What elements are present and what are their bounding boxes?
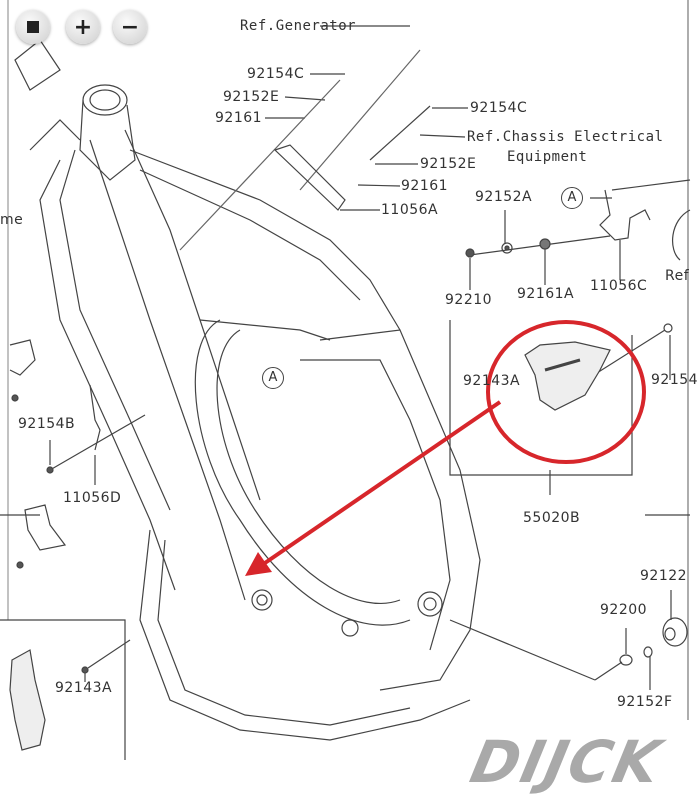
label-92143A-upper: 92143A	[463, 373, 521, 389]
label-92161: 92161	[215, 110, 263, 126]
home-button[interactable]	[16, 10, 50, 44]
frame-drawing	[0, 0, 691, 760]
label-frame-partial: me	[0, 212, 24, 228]
label-92152A: 92152A	[475, 189, 533, 205]
label-92152F: 92152F	[617, 694, 673, 710]
highlight-arrow-head	[245, 552, 272, 576]
watermark-logo: DIJCK	[464, 728, 669, 796]
highlight-circle	[486, 320, 646, 464]
label-92152E: 92152E	[223, 89, 280, 105]
label-92143A-lower: 92143A	[55, 680, 113, 696]
label-92154B: 92154B	[18, 416, 76, 432]
label-92161-mid: 92161	[401, 178, 449, 194]
reference-a-marker-2: A	[262, 367, 284, 389]
label-92154-partial: 92154	[651, 372, 697, 388]
zoom-out-button[interactable]: −	[113, 10, 147, 44]
label-11056D: 11056D	[63, 490, 122, 506]
home-icon	[27, 21, 39, 33]
label-92154C-right: 92154C	[470, 100, 528, 116]
label-92122: 92122	[640, 568, 688, 584]
label-92200: 92200	[600, 602, 648, 618]
label-11056A: 11056A	[381, 202, 439, 218]
label-ref-chassis-2: Equipment	[507, 149, 588, 165]
reference-a-marker: A	[561, 187, 583, 209]
label-55020B: 55020B	[523, 510, 581, 526]
label-11056C: 11056C	[590, 278, 648, 294]
label-ref-chassis: Ref.Chassis Electrical	[467, 129, 664, 145]
label-92154C: 92154C	[247, 66, 305, 82]
label-92161A: 92161A	[517, 286, 575, 302]
zoom-in-button[interactable]: +	[66, 10, 100, 44]
label-92210: 92210	[445, 292, 493, 308]
label-ref-partial: Ref	[665, 268, 690, 284]
highlight-arrow-shaft	[260, 400, 502, 567]
label-ref-generator: Ref.Generator	[240, 18, 357, 34]
label-92152E-mid: 92152E	[420, 156, 477, 172]
